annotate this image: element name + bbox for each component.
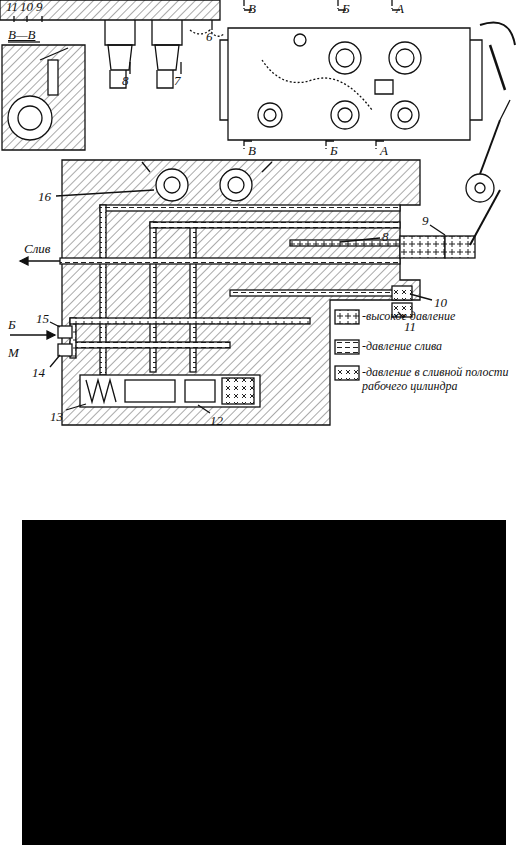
callout-label: 6 [206,30,213,44]
callout-label: В—В [8,28,35,42]
callout-label: 8 [122,74,129,88]
callout-label: 14 [32,366,45,380]
callout-label: 8 [382,230,389,244]
callout-label: В [248,144,256,158]
callout-label: 9 [422,214,429,228]
callout-label: Б [342,2,350,16]
callout-label: 7 [174,74,181,88]
callout-label: В [248,2,256,16]
callout-label: М [8,346,19,360]
callout-label: 10 [434,296,447,310]
callout-label: 11 [6,0,18,14]
callout-label: Б [8,318,16,332]
callout-label: 10 [20,0,33,14]
legend-text: -высокое давление [362,310,522,324]
legend-text: -давление слива [362,340,522,354]
callout-label: А [396,2,404,16]
callout-label: А [380,144,388,158]
black-panel [22,520,506,845]
callout-label: 15 [36,312,49,326]
callout-label: Б [330,144,338,158]
callout-label: 13 [50,410,63,424]
callout-label: 16 [38,190,51,204]
callout-label: 9 [36,0,43,14]
legend-text: -давление в сливной полости рабочего цил… [362,366,512,394]
callout-label: 12 [210,414,223,428]
callout-label: Слив [24,242,50,256]
